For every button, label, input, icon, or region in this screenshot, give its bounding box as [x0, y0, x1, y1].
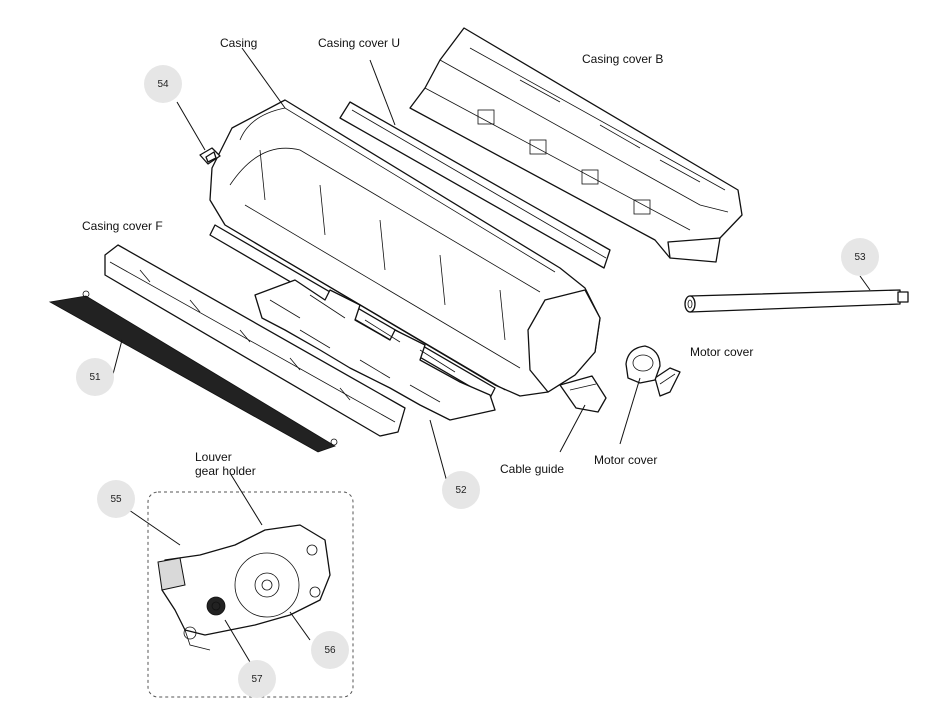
cable-guide-part — [559, 375, 607, 413]
callout-53: 53 — [841, 238, 879, 276]
callout-51: 51 — [76, 358, 114, 396]
label-casing: Casing — [220, 36, 258, 50]
callout-57: 57 — [238, 660, 276, 698]
casing-cover-u-part — [339, 101, 611, 269]
rod-53-part — [684, 289, 909, 313]
casing-cover-f-part — [104, 244, 406, 437]
callout-56: 56 — [311, 631, 349, 669]
label-motor-cover-bottom: Motor cover — [594, 453, 658, 467]
label-casing-cover-f: Casing cover F — [82, 219, 163, 233]
casing-cover-b-part — [409, 27, 743, 263]
label-casing-cover-b: Casing cover B — [582, 52, 664, 66]
callout-55: 55 — [97, 480, 135, 518]
detail-inset — [147, 491, 354, 698]
label-casing-cover-u: Casing cover U — [318, 36, 401, 50]
motor-cover-round-part — [625, 345, 661, 384]
label-motor-cover-top: Motor cover — [690, 345, 754, 359]
louver-rod-51-part — [48, 290, 338, 453]
screw-54-part — [199, 147, 221, 165]
motor-cover-small-part — [654, 367, 681, 397]
label-louver-gear-holder-line2: gear holder — [195, 464, 256, 478]
label-cable-guide: Cable guide — [500, 462, 565, 476]
callout-52: 52 — [442, 471, 480, 509]
leader-lines — [111, 47, 871, 663]
label-louver-gear-holder-line1: Louver — [195, 450, 232, 464]
casing-part — [209, 99, 601, 421]
callout-54: 54 — [144, 65, 182, 103]
